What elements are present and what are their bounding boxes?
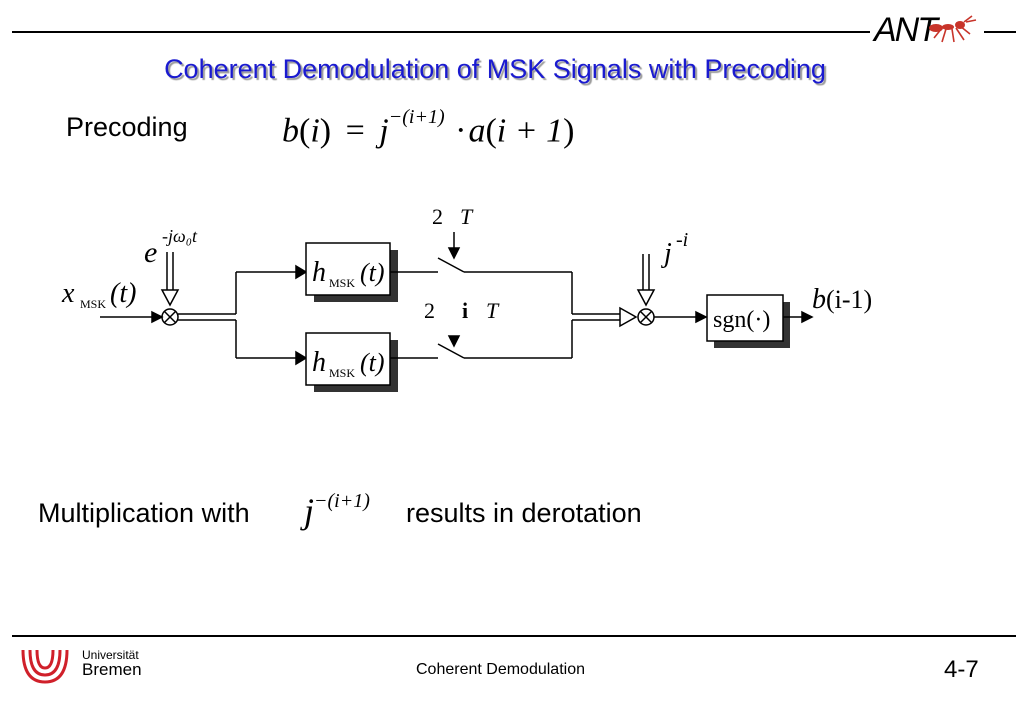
university-logo-icon — [21, 649, 69, 684]
filter-top-arg: (t) — [360, 258, 385, 287]
sample-bot-n: 2 — [424, 298, 435, 323]
formula-j: j — [379, 112, 389, 150]
filter-top-box — [305, 242, 391, 296]
footer-center-text: Coherent Demodulation — [416, 661, 585, 678]
formula-b: b — [282, 112, 299, 150]
derot-exp: -i — [676, 229, 688, 251]
formula-arg: i + 1 — [496, 112, 564, 150]
sentence-formula: j−(i+1) — [304, 490, 370, 532]
merge-arrowhead — [619, 306, 638, 328]
switch-top — [437, 257, 465, 273]
filter-top-sub: MSK — [329, 276, 355, 290]
output-arg: (i-1) — [826, 285, 872, 314]
page-number: 4-7 — [944, 656, 979, 683]
filter-bottom-box — [305, 332, 391, 386]
formula-exponent: −(i+1) — [388, 106, 445, 128]
carrier-arrowhead — [160, 289, 180, 307]
sgn-box — [706, 294, 784, 342]
header-rule-left — [12, 31, 870, 33]
sample-top-n: 2 — [432, 204, 443, 229]
sentence-exponent: −(i+1) — [314, 489, 370, 512]
carrier-exp: -jω₀t — [162, 226, 198, 246]
formula-dot: · — [455, 112, 467, 150]
carrier-e: e — [144, 236, 157, 269]
sample-top-T: T — [460, 204, 474, 229]
input-x: x — [61, 278, 75, 309]
sample-bot-T: T — [486, 298, 500, 323]
formula-i: i — [310, 112, 320, 150]
precoding-formula: b(i) = j−(i+1) ·a(i + 1) — [282, 106, 575, 150]
sample-bot-i: i — [462, 298, 468, 323]
mixer-1 — [161, 308, 179, 326]
filter-bottom-arg: (t) — [360, 348, 385, 377]
sentence-j: j — [304, 491, 315, 531]
input-sub: MSK — [80, 297, 106, 311]
filter-top-h: h — [312, 257, 326, 288]
input-arg: (t) — [110, 278, 136, 309]
output-b: b — [812, 284, 826, 315]
formula-a: a — [468, 112, 486, 150]
slide-title: Coherent Demodulation of MSK Signals wit… — [164, 54, 826, 84]
switch-bottom — [437, 343, 465, 359]
university-name-line2: Bremen — [82, 660, 142, 679]
formula-equals: = — [345, 112, 365, 150]
filter-bottom-sub: MSK — [329, 366, 355, 380]
ant-logo: ANT — [874, 11, 938, 49]
input-arrowhead — [151, 310, 164, 324]
ant-logo-text: ANT — [874, 11, 938, 49]
derot-arrowhead — [636, 289, 656, 307]
derot-j: j — [661, 238, 672, 269]
ant-icon — [929, 15, 977, 43]
sentence-part1: Multiplication with — [38, 498, 250, 528]
header-rule-right — [984, 31, 1016, 33]
block-diagram: x MSK (t) e -jω₀t h MSK (t) h MSK (t) 2 … — [61, 204, 872, 392]
sgn-label: sgn(·) — [713, 307, 770, 333]
footer-rule — [12, 635, 1016, 637]
filter-bottom-h: h — [312, 347, 326, 378]
sentence-part2: results in derotation — [406, 498, 642, 528]
university-name-line1: Universität — [82, 648, 139, 662]
precoding-label: Precoding — [66, 112, 188, 142]
